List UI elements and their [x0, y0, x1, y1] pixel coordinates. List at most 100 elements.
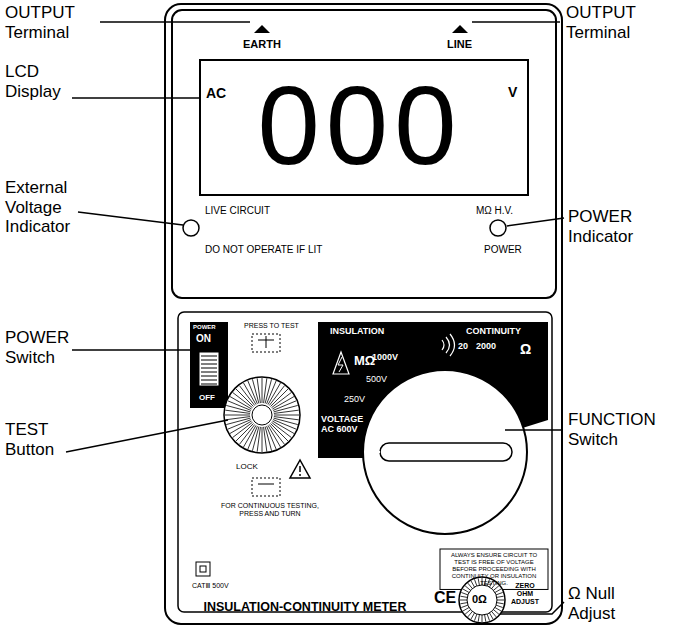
range-label: Ω [520, 341, 531, 357]
knurl-stroke [465, 610, 470, 614]
knurl-stroke [496, 592, 503, 594]
callout-label: LCD Display [5, 62, 75, 101]
knurl-stroke [262, 378, 263, 403]
continuity-symbol [442, 334, 455, 356]
panel-text: PRESS TO TEST [244, 322, 299, 330]
function-dial [363, 370, 527, 534]
knurl-stroke [495, 608, 501, 612]
lcd-display [200, 60, 528, 195]
rib-stroke [201, 364, 217, 365]
knurl-stroke [493, 610, 498, 614]
knurl-stroke [463, 608, 469, 612]
knurl-stroke [471, 581, 475, 587]
panel-text: FOR CONTINUOUS TESTING, PRESS AND TURN [218, 502, 322, 518]
product-name: INSULATION-CONTINUITY METER [182, 600, 428, 614]
range-label: 20 [458, 341, 468, 351]
knurl-stroke [496, 605, 503, 607]
press-icon [258, 336, 274, 348]
switch-ribs [201, 356, 217, 384]
switch-slider [199, 352, 219, 386]
knurl-stroke [269, 386, 284, 406]
knurl-stroke [492, 611, 496, 616]
knurl-stroke [490, 613, 494, 619]
callout-label: FUNCTION Switch [568, 410, 668, 449]
control-panel [178, 312, 552, 612]
display-panel [172, 10, 556, 298]
rib-stroke [201, 372, 217, 373]
range-label: INSULATION [330, 326, 384, 336]
lcd-annunciator: V [508, 84, 517, 100]
knurl-stroke [471, 613, 475, 619]
range-label: VOLTAGE AC 600V [321, 414, 365, 435]
double-insulation-symbol [196, 562, 210, 576]
knurl-stroke [478, 578, 479, 585]
knurl-stroke [474, 614, 476, 621]
range-label: 1000V [372, 352, 398, 362]
rib-stroke [201, 360, 217, 361]
knurl-stroke [497, 603, 504, 604]
knurl-stroke [482, 615, 483, 622]
knurl-stroke [474, 579, 476, 586]
knurl-stroke [478, 615, 479, 622]
knurl-stroke [485, 615, 486, 622]
power-switch [190, 322, 228, 408]
knurl-stroke [461, 605, 468, 607]
earth-terminal [254, 25, 270, 33]
knurl-stroke [233, 392, 253, 407]
rib-stroke [201, 384, 217, 385]
knurl-stroke [468, 611, 472, 616]
knurl-stroke [262, 427, 263, 452]
knurl-stroke [236, 423, 254, 441]
panel-text: LIVE CIRCUIT [205, 205, 270, 217]
warning-symbol [299, 466, 301, 472]
knurl-stroke [497, 596, 504, 597]
callout-label: OUTPUT Terminal [566, 3, 656, 42]
button-knurl [225, 378, 299, 452]
knurl-stroke [495, 589, 501, 593]
knurl-stroke [257, 378, 260, 403]
live-indicator [183, 220, 199, 236]
high-voltage-symbol [333, 352, 349, 374]
knurl-stroke [270, 423, 288, 441]
knurl-stroke [272, 422, 292, 437]
knurl-stroke [460, 600, 467, 601]
switch-label: ON [196, 333, 211, 345]
rib-stroke [201, 376, 217, 377]
callout-label: Ω Null Adjust [568, 584, 638, 623]
leader-lines [66, 22, 564, 614]
callout-label: TEST Button [5, 420, 85, 459]
panel-text: ZERO OHM ADJUST [508, 582, 542, 606]
range-label: 2000 [476, 341, 496, 351]
warning-symbol [299, 474, 301, 476]
test-button [224, 377, 300, 453]
test-button [252, 405, 272, 425]
knurl-stroke [274, 410, 299, 413]
panel-text: CATⅢ 500V [192, 582, 229, 590]
meter-housing [165, 4, 562, 624]
ce-mark: CE [434, 589, 456, 607]
callout-label: OUTPUT Terminal [5, 3, 95, 42]
rib-stroke [201, 380, 217, 381]
power-indicator [490, 220, 506, 236]
knurl-stroke [460, 596, 467, 597]
lock-icon [252, 478, 280, 496]
rib-stroke [201, 356, 217, 357]
switch-label: POWER [193, 324, 216, 331]
knurl-stroke [487, 614, 489, 621]
callout-label: POWER Switch [5, 328, 85, 367]
callout-label: External Voltage Indicator [5, 178, 90, 237]
press-icon [252, 334, 280, 352]
knurl-stroke [461, 592, 468, 594]
knurl-stroke [225, 415, 250, 416]
range-label: 500V [366, 374, 387, 384]
lock-icon [258, 484, 274, 485]
knurl-stroke [460, 603, 467, 604]
dial-pointer [368, 451, 380, 453]
panel-text: MΩ H.V. [476, 205, 513, 217]
range-label: 250V [344, 394, 365, 404]
high-voltage-symbol [338, 357, 343, 372]
range-label: CONTINUITY [466, 326, 521, 336]
panel-text: DO NOT OPERATE IF LIT [205, 244, 322, 256]
null-adjust-knob [467, 585, 497, 615]
knurl-stroke [264, 427, 267, 452]
